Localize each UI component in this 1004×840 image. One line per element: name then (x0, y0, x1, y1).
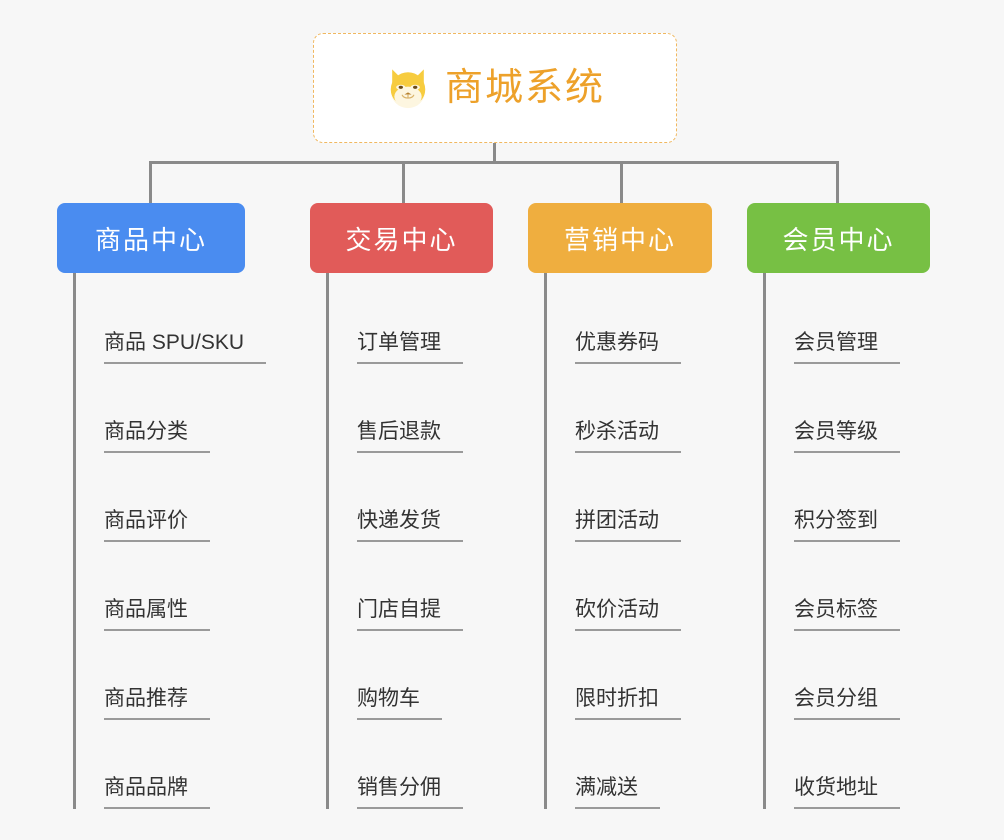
category-items-3: 优惠券码 秒杀活动 拼团活动 砍价活动 限时折扣 满减送 (544, 273, 748, 809)
list-item[interactable]: 商品评价 (76, 453, 287, 542)
item-label: 砍价活动 (575, 598, 681, 631)
item-label: 会员分组 (794, 687, 900, 720)
category-header-1[interactable]: 商品中心 (57, 203, 245, 273)
item-label: 商品属性 (104, 598, 210, 631)
category-column-4: 会员中心 会员管理 会员等级 积分签到 会员标签 会员分组 收货地址 (747, 203, 967, 809)
root-stem-connector (493, 143, 496, 164)
list-item[interactable]: 商品品牌 (76, 720, 287, 809)
category-header-2[interactable]: 交易中心 (310, 203, 493, 273)
item-label: 优惠券码 (575, 331, 681, 364)
category-items-4: 会员管理 会员等级 积分签到 会员标签 会员分组 收货地址 (763, 273, 967, 809)
shiba-dog-icon (390, 69, 426, 109)
item-label: 拼团活动 (575, 509, 681, 542)
list-item[interactable]: 商品属性 (76, 542, 287, 631)
item-label: 积分签到 (794, 509, 900, 542)
item-label: 商品分类 (104, 420, 210, 453)
list-item[interactable]: 拼团活动 (547, 453, 748, 542)
list-item[interactable]: 会员管理 (766, 275, 967, 364)
list-item[interactable]: 购物车 (329, 631, 530, 720)
category-items-2: 订单管理 售后退款 快递发货 门店自提 购物车 销售分佣 (326, 273, 530, 809)
category-label: 营销中心 (563, 224, 676, 255)
item-label: 会员等级 (794, 420, 900, 453)
root-node[interactable]: 商城系统 (313, 33, 677, 143)
drop-connector-1 (149, 161, 152, 203)
list-item[interactable]: 秒杀活动 (547, 364, 748, 453)
item-label: 售后退款 (357, 420, 463, 453)
drop-connector-2 (402, 161, 405, 203)
category-label: 交易中心 (345, 224, 458, 255)
list-item[interactable]: 售后退款 (329, 364, 530, 453)
item-label: 商品评价 (104, 509, 210, 542)
root-title: 商城系统 (444, 67, 605, 109)
category-column-1: 商品中心 商品 SPU/SKU 商品分类 商品评价 商品属性 商品推荐 商品品牌 (57, 203, 287, 809)
category-column-3: 营销中心 优惠券码 秒杀活动 拼团活动 砍价活动 限时折扣 满减送 (528, 203, 748, 809)
drop-connector-3 (620, 161, 623, 203)
item-label: 订单管理 (357, 331, 463, 364)
list-item[interactable]: 订单管理 (329, 275, 530, 364)
drop-connector-4 (836, 161, 839, 203)
list-item[interactable]: 砍价活动 (547, 542, 748, 631)
item-label: 限时折扣 (575, 687, 681, 720)
item-label: 商品推荐 (104, 687, 210, 720)
list-item[interactable]: 会员标签 (766, 542, 967, 631)
category-label: 会员中心 (782, 224, 895, 255)
item-label: 秒杀活动 (575, 420, 681, 453)
list-item[interactable]: 会员分组 (766, 631, 967, 720)
item-label: 商品 SPU/SKU (104, 331, 267, 364)
item-label: 会员标签 (794, 598, 900, 631)
list-item[interactable]: 优惠券码 (547, 275, 748, 364)
horizontal-connector-bar (149, 161, 839, 164)
list-item[interactable]: 门店自提 (329, 542, 530, 631)
category-column-2: 交易中心 订单管理 售后退款 快递发货 门店自提 购物车 销售分佣 (310, 203, 530, 809)
item-label: 购物车 (357, 687, 442, 720)
item-label: 商品品牌 (104, 776, 210, 809)
list-item[interactable]: 积分签到 (766, 453, 967, 542)
list-item[interactable]: 快递发货 (329, 453, 530, 542)
list-item[interactable]: 商品推荐 (76, 631, 287, 720)
list-item[interactable]: 满减送 (547, 720, 748, 809)
item-label: 会员管理 (794, 331, 900, 364)
item-label: 满减送 (575, 776, 660, 809)
list-item[interactable]: 商品分类 (76, 364, 287, 453)
category-label: 商品中心 (94, 224, 207, 255)
item-label: 快递发货 (357, 509, 463, 542)
category-header-4[interactable]: 会员中心 (747, 203, 930, 273)
list-item[interactable]: 销售分佣 (329, 720, 530, 809)
list-item[interactable]: 商品 SPU/SKU (76, 275, 287, 364)
list-item[interactable]: 限时折扣 (547, 631, 748, 720)
category-header-3[interactable]: 营销中心 (528, 203, 712, 273)
list-item[interactable]: 会员等级 (766, 364, 967, 453)
category-items-1: 商品 SPU/SKU 商品分类 商品评价 商品属性 商品推荐 商品品牌 (73, 273, 287, 809)
item-label: 门店自提 (357, 598, 463, 631)
list-item[interactable]: 收货地址 (766, 720, 967, 809)
item-label: 销售分佣 (357, 776, 463, 809)
item-label: 收货地址 (794, 776, 900, 809)
